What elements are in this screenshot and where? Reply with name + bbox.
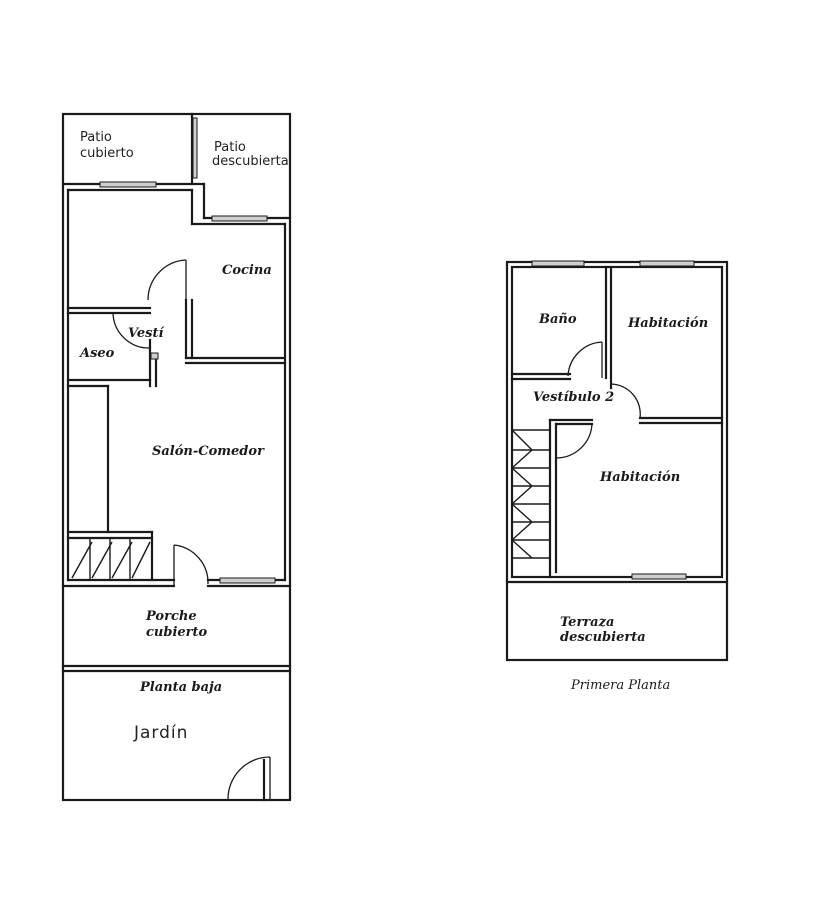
ground-floor-plan: Patio cubierto Patio descubierta Cocina … (61, 112, 292, 802)
label-patio-cubierto: Patio (80, 130, 112, 145)
window-habitacion-1 (639, 260, 695, 267)
window-salon (219, 577, 276, 584)
label-cocina: Cocina (222, 263, 272, 278)
label-aseo: Aseo (78, 346, 115, 361)
door-bano (567, 341, 603, 378)
window-kitchen (211, 215, 268, 222)
label-porche-2: cubierto (146, 625, 208, 640)
label-terraza: Terraza (560, 615, 614, 630)
ground-floor-outline (61, 112, 292, 802)
first-floor-outline (505, 260, 729, 662)
door-habitacion-2 (555, 423, 593, 459)
door-habitacion-1 (610, 383, 641, 419)
label-habitacion-2: Habitación (599, 470, 680, 485)
door-aseo (112, 312, 151, 349)
label-vestibulo-2: Vestíbulo 2 (533, 390, 614, 405)
door-vestibule (147, 259, 187, 301)
door-entrance (173, 544, 209, 586)
label-patio-cubierto-2: cubierto (80, 146, 134, 161)
window-bano (531, 260, 585, 267)
first-floor-plan: Baño Habitación Vestíbulo 2 Habitación T… (505, 260, 729, 693)
label-patio-descubierto-2: descubierta (212, 154, 289, 169)
patio-window (192, 117, 198, 179)
label-jardin: Jardín (133, 723, 188, 743)
label-terraza-2: descubierta (560, 630, 646, 645)
label-porche: Porche (145, 609, 197, 624)
caption-planta-baja: Planta baja (139, 680, 222, 695)
label-salon-comedor: Salón-Comedor (152, 444, 265, 459)
window-top-room (99, 181, 157, 188)
door-garden-gate (227, 756, 271, 802)
label-vestibulo: Vestí (128, 326, 165, 341)
label-habitacion-1: Habitación (627, 316, 708, 331)
window-habitacion-2 (631, 573, 687, 580)
label-bano: Baño (538, 312, 577, 327)
caption-primera-planta: Primera Planta (570, 678, 670, 693)
label-patio-descubierto: Patio (214, 140, 246, 155)
